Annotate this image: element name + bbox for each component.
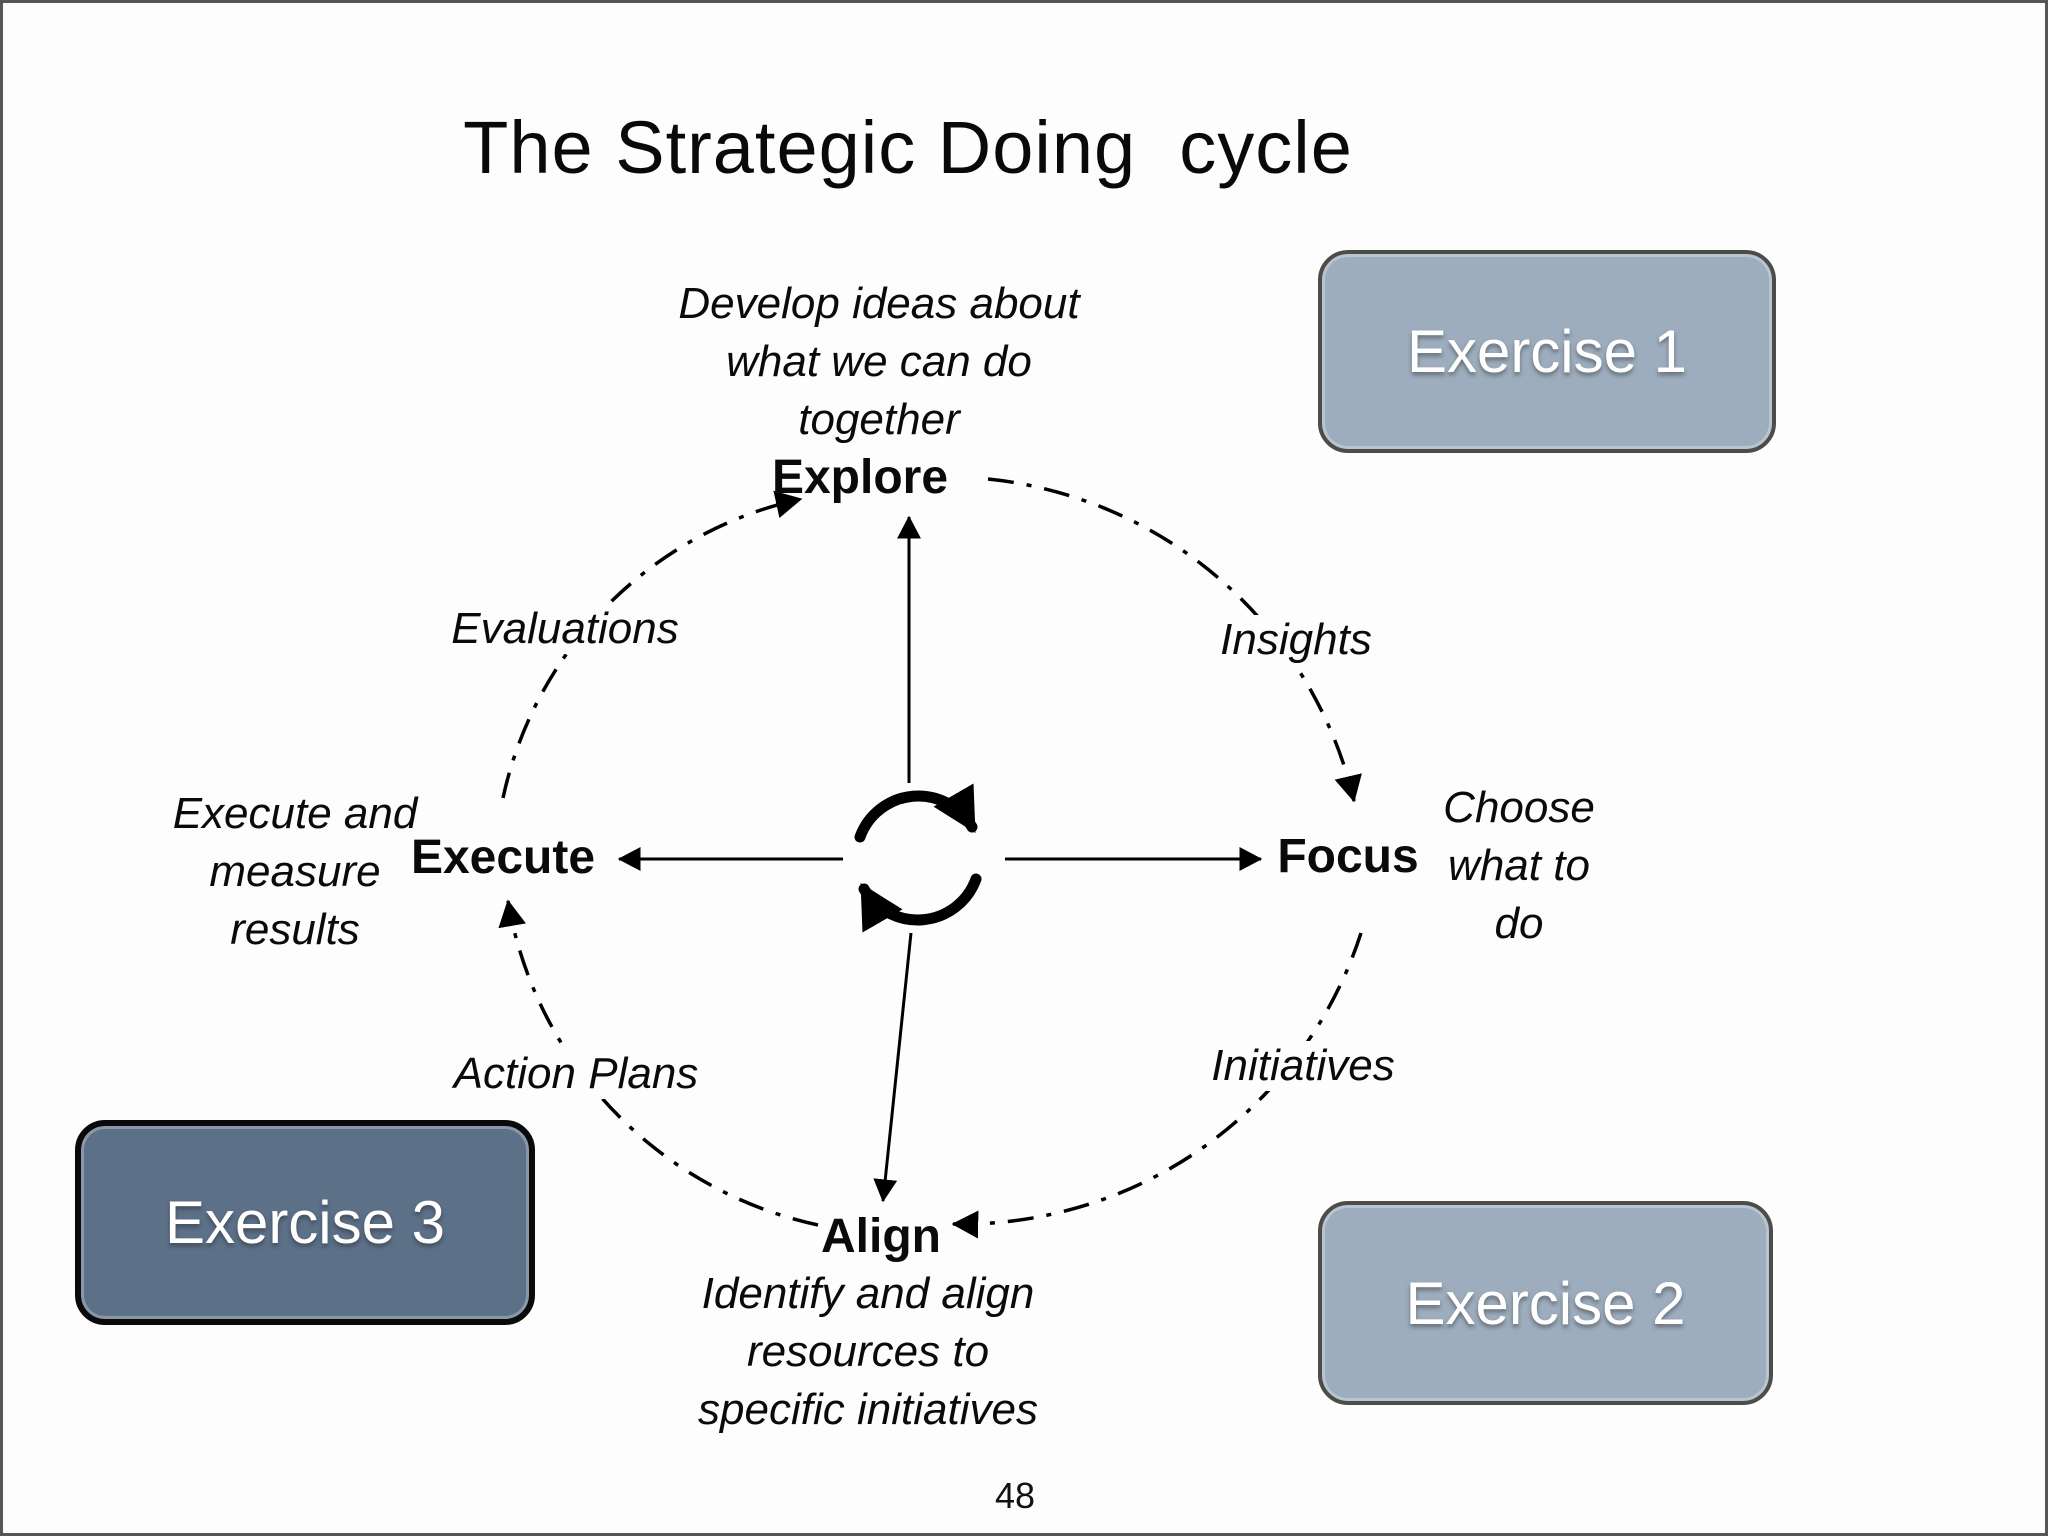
transition-action-plans: Action Plans: [441, 1049, 711, 1099]
cycle-arrows-icon-top-arc: [854, 783, 978, 843]
focus-annotation: Choose what to do: [1443, 783, 1595, 948]
page-number: 48: [994, 1475, 1036, 1516]
transition-insights: Insights: [1208, 615, 1384, 665]
slide-title: The Strategic Doing cycle: [463, 106, 1353, 189]
explore-annotation: Develop ideas about what we can do toget…: [678, 279, 1080, 444]
arc-insights-explore-to-focus: [987, 477, 1362, 803]
cycle-arrows-icon: [854, 783, 982, 933]
exercise-2-label: Exercise 2: [1405, 1269, 1686, 1337]
arc-initiatives-focus-to-align: [951, 932, 1363, 1239]
node-focus: Focus: [1277, 830, 1419, 883]
exercise-1-box: Exercise 1: [1318, 250, 1776, 453]
arc-action-plans-align-to-execute: [498, 899, 819, 1227]
transition-initiatives: Initiatives: [1199, 1041, 1407, 1091]
cycle-arrows-icon-bottom-arc: [858, 873, 982, 933]
node-explore: Explore: [771, 451, 949, 504]
node-execute: Execute: [410, 831, 596, 884]
exercise-1-label: Exercise 1: [1406, 318, 1688, 385]
transition-evaluations: Evaluations: [439, 604, 691, 654]
node-align: Align: [821, 1210, 941, 1263]
arc-evaluations-execute-to-explore: [501, 490, 803, 799]
exercise-3-box: Exercise 3: [75, 1120, 535, 1325]
exercise-3-label: Exercise 3: [164, 1189, 446, 1256]
execute-annotation: Execute and measure results: [172, 789, 418, 954]
align-annotation: Identify and align resources to specific…: [698, 1269, 1038, 1434]
exercise-2-box: Exercise 2: [1318, 1201, 1773, 1405]
cycle-diagram-canvas: [498, 477, 1363, 1239]
center-to-align-arrow: [873, 932, 913, 1203]
